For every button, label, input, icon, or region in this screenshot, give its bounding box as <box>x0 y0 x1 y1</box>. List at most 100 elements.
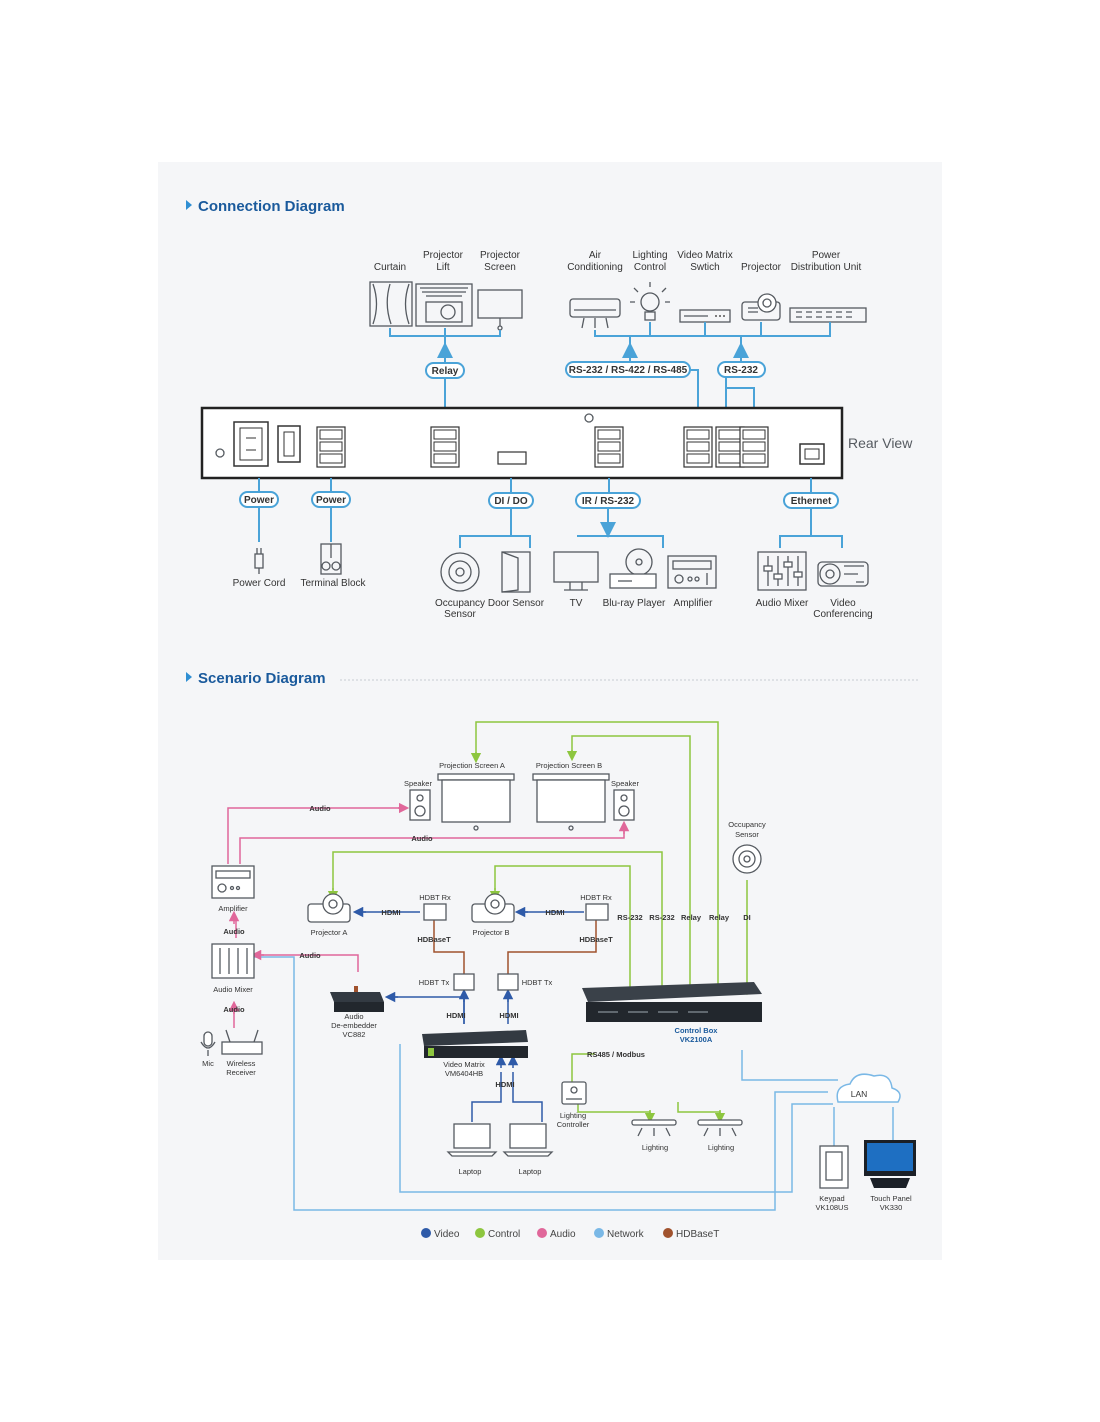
label-deembedder-1: Audio <box>344 1012 363 1021</box>
legend-swatch-network <box>594 1228 604 1238</box>
label-projector-screen-2: Screen <box>484 262 516 273</box>
conn-audio-1: Audio <box>309 804 331 813</box>
projector-screen-icon <box>477 289 523 331</box>
label-bluray: Blu-ray Player <box>603 598 666 609</box>
power-cord-icon <box>254 548 264 574</box>
label-lighting-control-2: Control <box>634 262 666 273</box>
label-pdu-1: Power <box>812 250 841 261</box>
label-video-matrix-2: VM6404HB <box>445 1069 483 1078</box>
label-projector-b: Projector B <box>472 928 509 937</box>
svg-text:Relay: Relay <box>432 366 459 377</box>
pill-power-1: Power <box>239 491 279 508</box>
curtain-icon <box>369 281 413 327</box>
label-door-sensor: Door Sensor <box>488 598 545 609</box>
power-switch-icon <box>277 425 301 463</box>
svg-text:RS-232: RS-232 <box>724 365 758 376</box>
label-pdu-2: Distribution Unit <box>791 262 862 273</box>
projector-b-icon <box>471 893 515 923</box>
label-hdbt-tx-1: HDBT Tx <box>419 978 450 987</box>
label-video-matrix-1: Video Matrix <box>443 1060 485 1069</box>
scenario-labels: Projection Screen A Projection Screen B … <box>202 761 912 1212</box>
conn-hdmi-1: HDMI <box>381 908 400 917</box>
conn-di: DI <box>743 913 751 922</box>
label-video-conf-1: Video <box>830 598 856 609</box>
ethernet-port-icon <box>799 443 825 465</box>
scenario-title: Scenario Diagram <box>198 670 326 687</box>
connection-title: Connection Diagram <box>198 198 345 215</box>
dido-port-icon <box>497 451 527 465</box>
svg-text:RS-232 / RS-422 / RS-485: RS-232 / RS-422 / RS-485 <box>569 365 688 376</box>
label-hdbt-rx-1: HDBT Rx <box>419 893 451 902</box>
label-wireless-2: Receiver <box>226 1068 256 1077</box>
label-video-matrix-1: Video Matrix <box>677 250 732 261</box>
label-screen-a: Projection Screen A <box>439 761 505 770</box>
terminal-rs-c-icon <box>739 426 769 468</box>
conn-relay-b: Relay <box>709 913 730 922</box>
svg-text:Power: Power <box>244 495 274 506</box>
conn-audio-5: Audio <box>223 1005 245 1014</box>
speaker-left-icon <box>409 789 431 821</box>
connection-type-labels: Audio Audio Audio Audio Audio HDMI HDMI … <box>223 804 750 1089</box>
rear-view-label: Rear View <box>848 435 913 451</box>
video-matrix-device-icon <box>422 1030 528 1058</box>
amplifier-small-icon <box>211 865 255 899</box>
hdbt-tx-1-icon <box>453 973 475 991</box>
label-hdbt-tx-2: HDBT Tx <box>522 978 553 987</box>
lan-cloud-icon: LAN <box>836 1073 901 1103</box>
label-video-conf-2: Conferencing <box>813 609 872 620</box>
label-power-cord: Power Cord <box>233 578 286 589</box>
legend-label-network: Network <box>607 1229 645 1240</box>
label-air-cond-1: Air <box>589 250 602 261</box>
rear-panel <box>200 406 844 480</box>
video-conferencing-icon <box>817 561 869 587</box>
wireless-receiver-icon <box>221 1029 263 1055</box>
label-keypad-1: Keypad <box>819 1194 844 1203</box>
amplifier-icon <box>667 555 717 589</box>
lighting-controller-icon <box>561 1081 587 1105</box>
tv-icon <box>553 551 599 591</box>
pdu-icon <box>789 307 867 323</box>
conn-hdbaset-1: HDBaseT <box>417 935 451 944</box>
occupancy-sensor-icon <box>440 552 480 592</box>
laptop-2-icon <box>502 1123 554 1157</box>
deembedder-icon <box>330 986 384 1012</box>
conn-audio-3: Audio <box>223 927 245 936</box>
lighting-1-icon <box>631 1119 677 1137</box>
power-socket-icon <box>233 421 269 467</box>
terminal-relay-icon <box>430 426 460 468</box>
title-marker-icon <box>186 672 192 682</box>
label-lighting-control-1: Lighting <box>632 250 667 261</box>
occupancy-sensor-small-icon <box>732 844 762 874</box>
conn-rs485: RS485 / Modbus <box>587 1050 645 1059</box>
label-audio-mixer: Audio Mixer <box>213 985 253 994</box>
label-speaker-l: Speaker <box>404 779 432 788</box>
label-lighting-ctrl-1: Lighting <box>560 1111 586 1120</box>
label-lighting-ctrl-2: Controller <box>557 1120 590 1129</box>
conn-hdmi-5: HDMI <box>495 1080 514 1089</box>
control-box-icon <box>582 982 762 1022</box>
label-touch-panel-1: Touch Panel <box>870 1194 912 1203</box>
lightbulb-icon <box>630 282 670 321</box>
projector-a-icon <box>307 893 351 923</box>
projection-screen-a <box>437 773 515 831</box>
video-matrix-switch-icon <box>679 309 731 323</box>
conn-audio-4: Audio <box>299 951 321 960</box>
bluray-player-icon <box>609 548 657 589</box>
conn-hdbaset-2: HDBaseT <box>579 935 613 944</box>
ground-screw-icon <box>215 448 225 458</box>
label-projector-lift-1: Projector <box>423 250 464 261</box>
label-occupancy-2: Sensor <box>735 830 759 839</box>
conn-audio-2: Audio <box>411 834 433 843</box>
label-curtain: Curtain <box>374 262 406 273</box>
legend-label-video: Video <box>434 1229 460 1240</box>
label-amplifier: Amplifier <box>218 904 248 913</box>
label-hdbt-rx-2: HDBT Rx <box>580 893 612 902</box>
label-projector-screen-1: Projector <box>480 250 521 261</box>
mic-icon <box>200 1031 216 1056</box>
label-keypad-2: VK108US <box>816 1203 849 1212</box>
conn-rs232-b: RS-232 <box>649 913 674 922</box>
pill-rs232: RS-232 <box>717 361 766 378</box>
control-lines <box>332 721 748 1114</box>
label-projector-a: Projector A <box>311 928 348 937</box>
